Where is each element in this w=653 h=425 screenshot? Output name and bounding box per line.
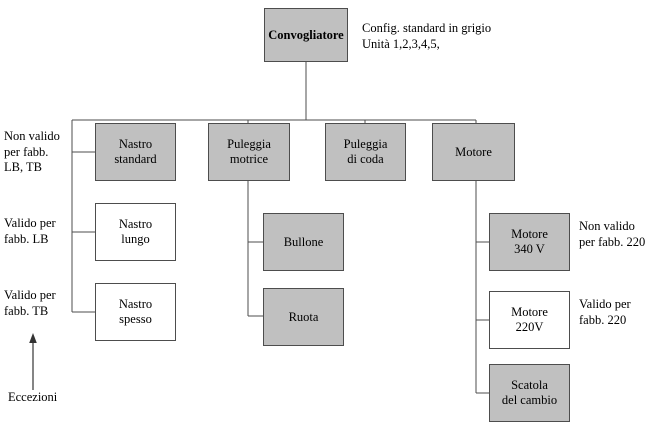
legend-note-line1: Config. standard in grigio bbox=[362, 21, 492, 35]
node-nastro-spesso-line2: spesso bbox=[119, 312, 152, 326]
node-scatola-line2: del cambio bbox=[501, 393, 558, 407]
node-bullone[interactable]: Bullone bbox=[263, 213, 344, 271]
annotation-non-valido-lb-tb: Non valido per fabb. LB, TB bbox=[4, 129, 60, 176]
node-puleggia-di-coda[interactable]: Puleggia di coda bbox=[325, 123, 406, 181]
annotation-non-valido-220-line1: Non valido bbox=[579, 219, 635, 233]
node-nastro-spesso-line1: Nastro bbox=[118, 297, 153, 312]
annotation-valido-lb: Valido per fabb. LB bbox=[4, 216, 56, 247]
annotation-non-valido-220-line2: per fabb. 220 bbox=[579, 234, 646, 249]
node-scatola-del-cambio[interactable]: Scatola del cambio bbox=[489, 364, 570, 422]
node-nastro-spesso[interactable]: Nastro spesso bbox=[95, 283, 176, 341]
node-puleggia-di-coda-line2: di coda bbox=[347, 152, 384, 166]
node-motore-340v[interactable]: Motore 340 V bbox=[489, 213, 570, 271]
node-convogliatore[interactable]: Convogliatore bbox=[264, 8, 348, 62]
node-bullone-line1: Bullone bbox=[283, 234, 324, 249]
node-motore-220v-line1: Motore bbox=[511, 305, 548, 320]
node-nastro-lungo-line2: lungo bbox=[121, 232, 150, 246]
annotation-valido-220-line1: Valido per bbox=[579, 297, 631, 311]
annotation-non-valido-lb-tb-line2: per fabb. bbox=[4, 144, 49, 159]
legend-note: Config. standard in grigio Unità 1,2,3,4… bbox=[362, 20, 491, 53]
node-scatola-line1: Scatola bbox=[511, 378, 548, 393]
eccezioni-arrow bbox=[29, 333, 37, 390]
annotation-non-valido-lb-tb-line1: Non valido bbox=[4, 129, 60, 143]
node-motore-220v[interactable]: Motore 220V bbox=[489, 291, 570, 349]
node-motore-340v-line1: Motore bbox=[511, 227, 548, 242]
node-motore-line1: Motore bbox=[455, 144, 492, 159]
annotation-valido-lb-line2: fabb. LB bbox=[4, 231, 49, 246]
node-convogliatore-label: Convogliatore bbox=[268, 27, 344, 42]
node-puleggia-motrice[interactable]: Puleggia motrice bbox=[208, 123, 290, 181]
node-nastro-lungo-line1: Nastro bbox=[118, 217, 153, 232]
annotation-valido-lb-line1: Valido per bbox=[4, 216, 56, 230]
node-nastro-standard-line1: Nastro bbox=[118, 137, 153, 152]
node-puleggia-motrice-line1: Puleggia bbox=[227, 137, 271, 152]
eccezioni-label-text: Eccezioni bbox=[8, 390, 58, 404]
node-nastro-lungo[interactable]: Nastro lungo bbox=[95, 203, 176, 261]
node-puleggia-motrice-line2: motrice bbox=[229, 152, 269, 166]
annotation-valido-tb-line1: Valido per bbox=[4, 288, 56, 302]
annotation-valido-tb: Valido per fabb. TB bbox=[4, 288, 56, 319]
node-nastro-standard-line2: standard bbox=[114, 152, 157, 166]
node-ruota[interactable]: Ruota bbox=[263, 288, 344, 346]
annotation-valido-220: Valido per fabb. 220 bbox=[579, 297, 631, 328]
annotation-non-valido-220: Non valido per fabb. 220 bbox=[579, 219, 645, 250]
node-motore[interactable]: Motore bbox=[432, 123, 515, 181]
legend-note-line2: Unità 1,2,3,4,5, bbox=[362, 37, 440, 52]
node-puleggia-di-coda-line1: Puleggia bbox=[343, 137, 388, 152]
node-nastro-standard[interactable]: Nastro standard bbox=[95, 123, 176, 181]
annotation-valido-220-line2: fabb. 220 bbox=[579, 312, 627, 327]
annotation-valido-tb-line2: fabb. TB bbox=[4, 303, 49, 318]
node-motore-340v-line2: 340 V bbox=[514, 242, 545, 256]
node-motore-220v-line2: 220V bbox=[515, 320, 544, 334]
node-ruota-line1: Ruota bbox=[288, 309, 319, 324]
eccezioni-label: Eccezioni bbox=[8, 390, 57, 406]
annotation-non-valido-lb-tb-line3: LB, TB bbox=[4, 160, 42, 175]
